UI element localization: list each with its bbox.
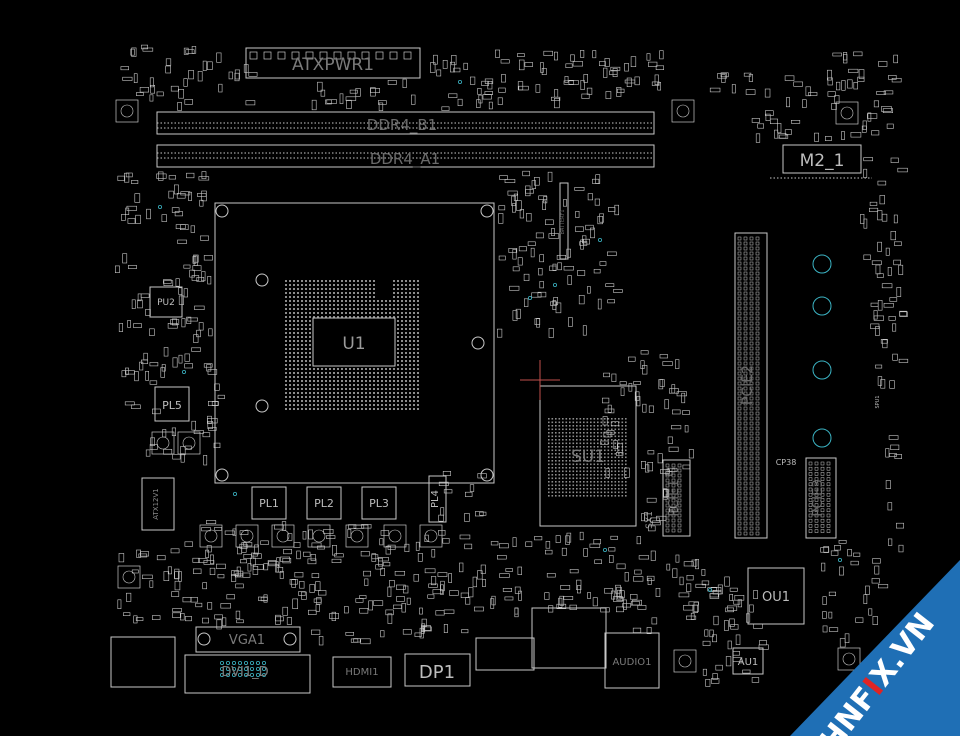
audio-jack[interactable]: AUDIO1 — [604, 632, 660, 689]
pcie1-slot[interactable]: PCIE1 — [662, 459, 691, 537]
atx-power-connector[interactable]: ATXPWR1 — [245, 47, 421, 79]
ddr4-a1-label: DDR4_A1 — [370, 150, 440, 169]
cpu-socket-u1[interactable]: U1 — [214, 202, 495, 484]
test-point-marks — [157, 80, 843, 593]
displayport-connector[interactable]: DP1 — [404, 653, 471, 687]
ddr4-b1-label: DDR4_B1 — [367, 116, 437, 135]
dp1-label: DP1 — [419, 662, 455, 683]
dvi-connector[interactable]: DVI1_D — [184, 654, 311, 694]
spu1-label: SPU1 — [875, 395, 881, 408]
audio1-label: AUDIO1 — [612, 657, 651, 668]
su1-label: SU1 — [571, 447, 605, 467]
watermark-badge: HNFIX.VN — [790, 560, 960, 736]
dvi1-label: DVI1_D — [221, 665, 268, 680]
hdmi-connector[interactable]: HDMI1 — [332, 656, 392, 688]
pl4-label: PL4 — [430, 490, 441, 508]
pcie2-slot[interactable]: PCIE2 — [734, 232, 768, 539]
pl5-label: PL5 — [162, 399, 182, 412]
pl3-label: PL3 — [369, 497, 389, 510]
smd-components — [115, 44, 909, 687]
atx12v-label: ATX12V1 — [152, 488, 160, 519]
battery-label: BATTERY1 — [560, 209, 566, 234]
u1-label: U1 — [342, 334, 365, 354]
au1-label: AU1 — [738, 657, 759, 668]
cp38-label: CP38 — [776, 458, 797, 467]
pcie3-label: PCIE3 — [811, 479, 826, 516]
pcie2-label: PCIE2 — [740, 365, 756, 405]
ddr4-a1-slot[interactable]: DDR4_A1 — [156, 144, 655, 169]
atxpwr1-label: ATXPWR1 — [292, 55, 374, 75]
super-io-ou1[interactable]: OU1 — [747, 567, 805, 625]
ddr4-b1-slot[interactable]: DDR4_B1 — [156, 111, 655, 135]
pl2-label: PL2 — [314, 497, 334, 510]
pcie1-label: PCIE1 — [667, 479, 682, 516]
pcie3-slot[interactable]: PCIE3 — [805, 457, 837, 539]
ou1-label: OU1 — [762, 590, 790, 605]
battery-connector[interactable]: BATTERY1 — [559, 182, 569, 260]
hdmi1-label: HDMI1 — [345, 667, 378, 678]
usb-lan-stack[interactable] — [110, 607, 607, 688]
m2-1-label: M2_1 — [800, 151, 845, 171]
sx1-label: SX1 — [645, 511, 655, 529]
chipset-su1[interactable]: SU1 — [520, 360, 637, 527]
vga1-label: VGA1 — [229, 633, 265, 648]
pl1-label: PL1 — [259, 497, 279, 510]
vrm-components: PL5 PL1 PL2 PL3 PL4 PU2 ATX12V1 — [141, 286, 447, 531]
pu2-label: PU2 — [157, 298, 175, 308]
vga-connector[interactable]: VGA1 — [195, 626, 301, 653]
m2-slot[interactable]: M2_1 — [770, 144, 872, 179]
